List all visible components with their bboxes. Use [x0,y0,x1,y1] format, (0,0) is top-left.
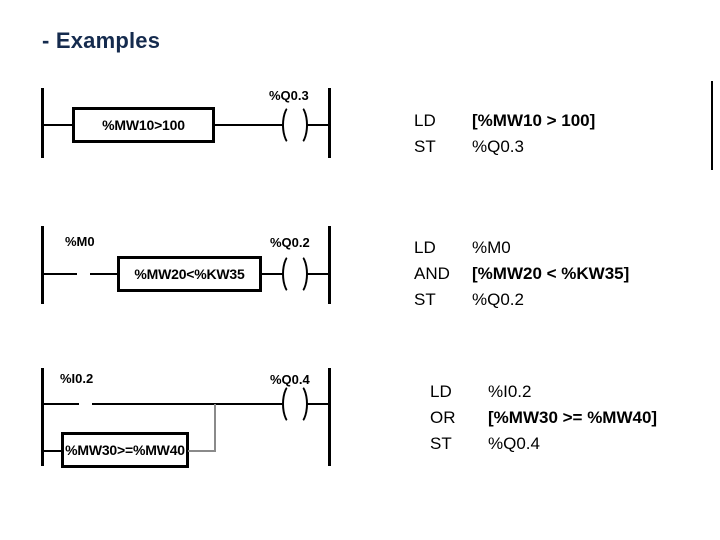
coil-arc-left-icon [282,104,302,146]
code-line: OR [%MW30 >= %MW40] [430,408,657,434]
wire-box-to-coil [261,273,283,275]
compare-block-1-label: %MW10>100 [102,117,185,133]
code-operator: LD [414,111,436,130]
right-power-rail [328,226,331,304]
code-operand: [%MW20 < %KW35] [472,264,630,283]
code-operator: LD [430,382,452,401]
wire-box-to-coil [214,124,282,126]
instruction-list-1: LD [%MW10 > 100] ST %Q0.3 [414,111,595,163]
code-operand: %M0 [472,238,511,257]
wire-coil-to-rail [306,273,331,275]
code-operand: %Q0.2 [472,290,524,309]
code-line: AND [%MW20 < %KW35] [414,264,629,290]
branch-wire-horizontal [188,450,216,452]
branch-wire-vertical [214,404,216,452]
compare-block-2-label: %MW20<%KW35 [134,266,245,282]
contact-label-3: %I0.2 [60,371,94,386]
wire-rail-to-box [41,124,74,126]
ladder-rung-1: %MW10>100 %Q0.3 [0,0,360,200]
code-operator: ST [430,434,452,453]
code-line: LD [%MW10 > 100] [414,111,595,137]
left-power-rail [41,226,44,304]
code-operand: [%MW30 >= %MW40] [488,408,658,427]
code-line: LD %M0 [414,238,629,264]
coil-label-2: %Q0.2 [270,235,310,250]
code-operator: OR [430,408,456,427]
right-vertical-divider [711,81,713,170]
left-power-rail [41,368,44,466]
normally-open-contact-2[interactable] [90,273,118,275]
code-operand: %Q0.4 [488,434,540,453]
code-operand: [%MW10 > 100] [472,111,596,130]
page-title: - Examples [42,28,161,53]
left-power-rail [41,88,44,158]
compare-block-3[interactable]: %MW30>=%MW40 [61,432,189,468]
compare-block-2[interactable]: %MW20<%KW35 [117,256,262,292]
code-operand: %Q0.3 [472,137,524,156]
wire-coil-to-rail [306,403,331,405]
coil-arc-left-icon [282,383,302,425]
code-operator: ST [414,137,436,156]
right-power-rail [328,368,331,466]
compare-block-3-label: %MW30>=%MW40 [65,442,185,458]
right-power-rail [328,88,331,158]
compare-block-1[interactable]: %MW10>100 [72,107,215,143]
wire-rail-to-contact [41,403,79,405]
code-operand: %I0.2 [488,382,532,401]
ladder-rung-3: %I0.2 %MW30>=%MW40 %Q0.4 [0,0,360,480]
wire-rail-to-branch-box [41,450,63,452]
output-coil-3[interactable] [282,383,308,425]
code-line: ST %Q0.2 [414,290,629,316]
contact-label-2: %M0 [65,234,95,249]
coil-arc-right-icon [288,383,308,425]
coil-arc-left-icon [282,253,302,295]
code-line: ST %Q0.3 [414,137,595,163]
ladder-rung-2: %M0 %MW20<%KW35 %Q0.2 [0,0,360,340]
code-line: ST %Q0.4 [430,434,657,460]
coil-label-1: %Q0.3 [269,88,309,103]
normally-open-contact-3[interactable] [92,403,282,405]
wire-rail-to-contact [41,273,77,275]
code-line: LD %I0.2 [430,382,657,408]
code-operator: LD [414,238,436,257]
code-operator: ST [414,290,436,309]
instruction-list-2: LD %M0 AND [%MW20 < %KW35] ST %Q0.2 [414,238,629,316]
instruction-list-3: LD %I0.2 OR [%MW30 >= %MW40] ST %Q0.4 [430,382,657,460]
code-operator: AND [414,264,450,283]
wire-coil-to-rail [306,124,331,126]
